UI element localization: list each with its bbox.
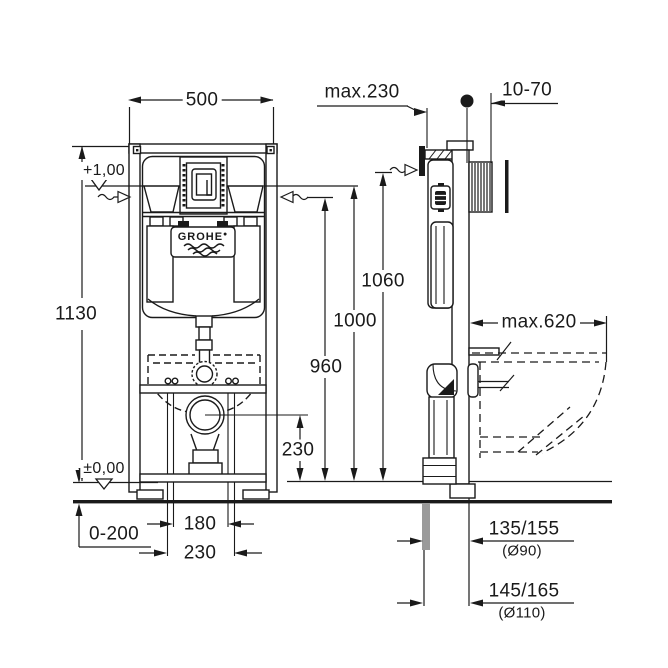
level-plus100-label: +1,00 — [80, 162, 128, 180]
actuation-point-dot — [460, 94, 474, 108]
dim-135-155-label: 135/155 — [485, 518, 563, 540]
foot-right — [242, 489, 270, 500]
dim-height-1000-label: 1000 — [330, 310, 380, 332]
dim-max-620-label: max.620 — [498, 311, 580, 333]
dim-145-165-label: 145/165 — [485, 580, 563, 602]
grohe-logo-text: GROHE — [177, 231, 224, 243]
drain-pipe-side — [422, 396, 457, 485]
dim-230-bottom-label: 230 — [180, 542, 220, 564]
dimension-180 — [147, 520, 254, 528]
dim-width-500-label: 500 — [182, 89, 222, 111]
registered-mark-icon: ● — [223, 231, 229, 238]
cross-bar-upper — [139, 384, 267, 394]
dia-90-label: (Ø90) — [499, 542, 545, 560]
side-view — [419, 93, 607, 550]
logo-wave-1 — [183, 243, 225, 249]
frame-top-cap — [446, 140, 474, 151]
dim-10-70-label: 10-70 — [498, 79, 556, 101]
grohe-logo: GROHE● — [178, 231, 229, 243]
dim-max-230-label: max.230 — [321, 81, 403, 103]
finished-floor-line — [73, 480, 612, 484]
dim-drain-230-label: 230 — [278, 439, 318, 461]
dim-0-200-label: 0-200 — [85, 523, 143, 545]
bowl-bracket-side — [467, 363, 479, 398]
bowl-outline-front — [147, 354, 261, 413]
finished-wall-line — [505, 160, 509, 213]
level-marks — [75, 178, 114, 491]
water-level-left — [143, 185, 180, 213]
front-view-frame — [128, 143, 278, 500]
drain-pipe-below-floor — [422, 503, 430, 550]
water-level-right — [227, 185, 264, 213]
flush-bend — [191, 360, 218, 388]
dimension-max-230 — [317, 105, 427, 116]
actuator-plate — [179, 156, 228, 215]
wavy-arrowhead-960 — [279, 190, 294, 204]
dimension-1060 — [375, 163, 419, 481]
wavy-arrow-1060 — [389, 166, 407, 174]
wall-anchor — [419, 146, 425, 176]
cistern-front — [139, 155, 308, 556]
dimension-outlet-rows — [397, 498, 574, 607]
actuator-block-side — [468, 161, 493, 213]
foot-side — [449, 483, 476, 499]
dim-height-1060-label: 1060 — [358, 270, 408, 292]
slab-line — [73, 500, 612, 504]
logo-plate — [170, 226, 236, 258]
level-zero-label: ±0,00 — [80, 460, 128, 478]
dim-water-960-label: 960 — [306, 356, 346, 378]
inlet-valve-bolt — [430, 183, 451, 212]
dimension-230-drain — [296, 415, 304, 481]
flush-channel-side — [430, 221, 454, 309]
wavy-arrow-960 — [291, 193, 309, 201]
dimension-1000 — [350, 186, 358, 481]
dimension-0-200 — [75, 503, 151, 548]
logo-wave-3 — [192, 251, 218, 257]
wavy-arrowhead-1060 — [404, 163, 419, 177]
dimension-max-620 — [470, 316, 608, 362]
floor-lines — [73, 480, 612, 504]
wavy-arrow-waterline — [97, 190, 132, 204]
flush-elbow-side — [426, 363, 458, 399]
dimension-230-bottom — [139, 549, 262, 557]
foot-left — [136, 489, 164, 500]
fixing-bolts — [164, 377, 239, 385]
dimension-960 — [279, 190, 333, 481]
dim-180-label: 180 — [180, 513, 220, 535]
level-triangle-zero — [94, 478, 114, 491]
dia-110-label: (Ø110) — [495, 604, 549, 622]
drain-outlet — [185, 395, 308, 479]
cross-bar-lower — [139, 473, 267, 483]
dim-height-1130-label: 1130 — [51, 303, 101, 325]
flush-pipe — [195, 315, 213, 365]
bowl-outline-side — [472, 352, 607, 458]
dimension-10-70 — [491, 99, 558, 107]
level-triangle-plus100 — [89, 178, 109, 192]
dimension-500 — [128, 96, 275, 144]
water-supply-stub — [468, 341, 512, 361]
